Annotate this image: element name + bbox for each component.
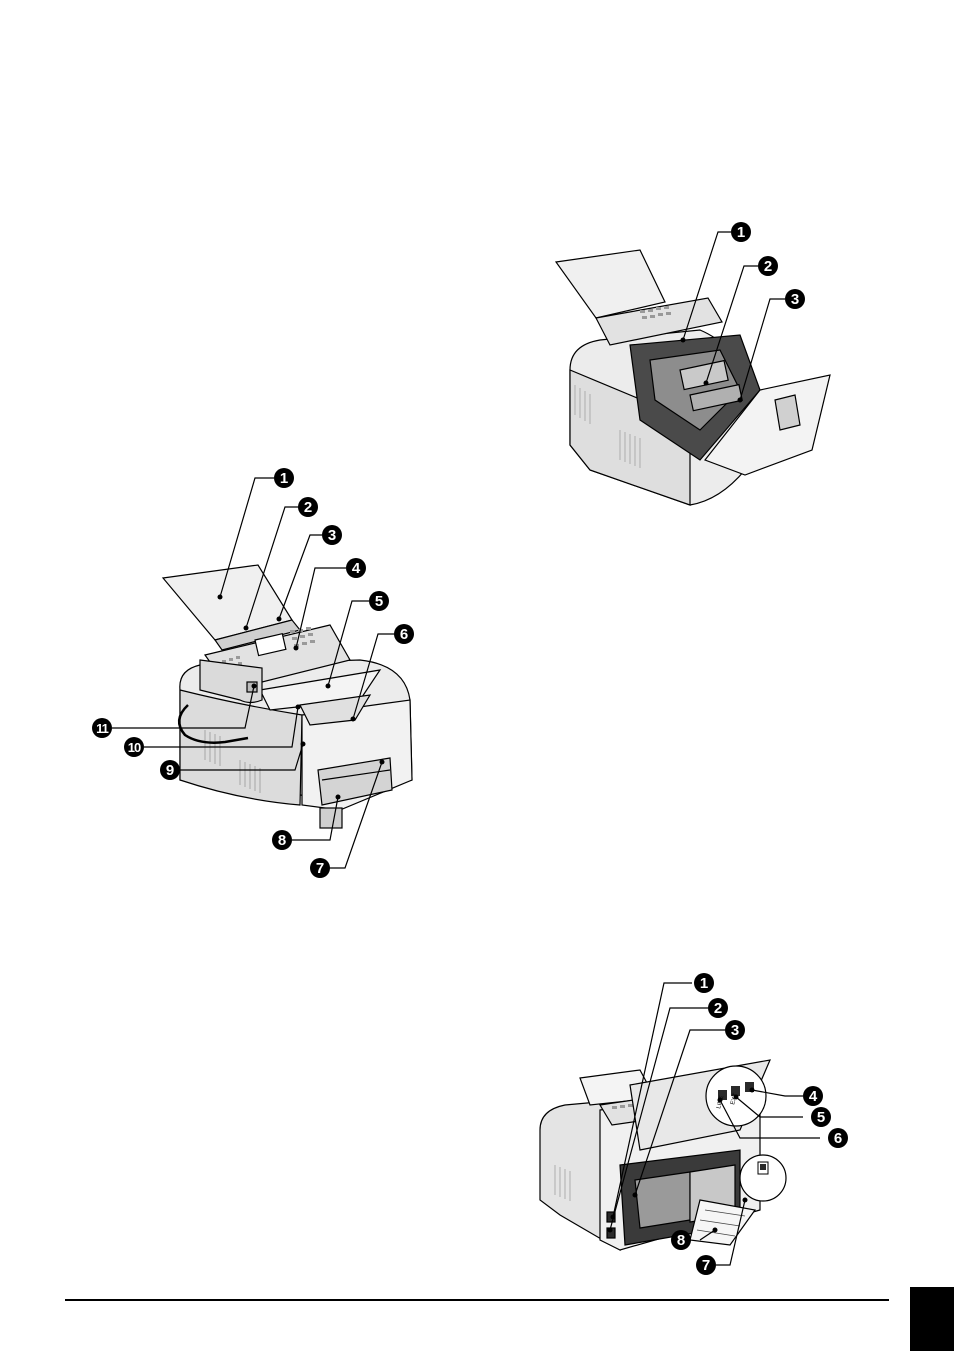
svg-text:5: 5	[817, 1109, 825, 1126]
svg-text:2: 2	[714, 1000, 722, 1017]
rear-callout-7: 7	[696, 1255, 716, 1275]
svg-text:7: 7	[702, 1257, 710, 1274]
svg-text:4: 4	[809, 1088, 818, 1105]
svg-text:3: 3	[731, 1022, 739, 1039]
svg-text:6: 6	[834, 1130, 842, 1147]
usb-port-zoom	[740, 1155, 786, 1201]
rear-callout-3: 3	[725, 1020, 745, 1040]
page-edge-tab	[910, 1287, 954, 1351]
svg-text:1: 1	[700, 975, 708, 992]
rear-callout-1: 1	[694, 973, 714, 993]
rear-callout-8: 8	[671, 1230, 691, 1250]
footer-rule	[65, 1299, 889, 1301]
rear-callout-6: 6	[828, 1128, 848, 1148]
svg-text:8: 8	[677, 1232, 685, 1249]
rear-callout-2: 2	[708, 998, 728, 1018]
rear-callout-4: 4	[803, 1086, 823, 1106]
rear-callout-5: 5	[811, 1107, 831, 1127]
